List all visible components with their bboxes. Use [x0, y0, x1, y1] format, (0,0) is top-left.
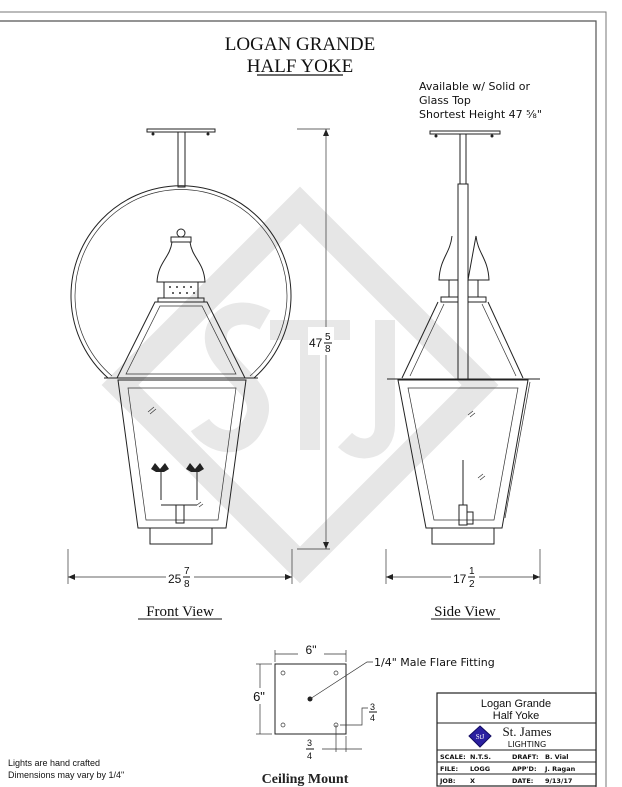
date-value: 9/13/17	[545, 777, 572, 785]
date-label: DATE:	[512, 777, 533, 785]
disclaimer-line: Dimensions may vary by 1/4"	[8, 770, 124, 780]
watermark-logo	[101, 186, 499, 584]
width-value: 25	[168, 572, 182, 586]
front-view-drawing	[70, 128, 292, 545]
side-width-dimension: 17 1 2	[385, 549, 541, 590]
side-view-label: Side View	[434, 604, 496, 620]
ceiling-mount-drawing: 6" 6" 1/4" Male Flare Fitting 3 4 3 4	[250, 643, 495, 761]
st-james-logo-icon: StJ	[468, 725, 492, 748]
logo-text: StJ	[476, 733, 485, 741]
scale-value: N.T.S.	[470, 753, 491, 761]
width-fraction-numerator: 1	[469, 566, 475, 577]
height-fraction-denominator: 8	[325, 344, 331, 355]
appd-label: APP'D:	[512, 765, 537, 773]
file-value: LOGG	[470, 765, 490, 773]
note-line: Glass Top	[419, 94, 471, 107]
offset-denominator: 4	[307, 751, 312, 761]
company-name: St. James	[502, 724, 551, 739]
front-height-dimension: 47 5 8	[297, 128, 334, 550]
width-fraction-denominator: 2	[469, 579, 475, 590]
product-variant: Half Yoke	[493, 710, 539, 722]
width-value: 17	[453, 572, 467, 586]
sheet-border	[0, 11, 607, 787]
company-sub: LIGHTING	[508, 740, 546, 749]
draft-value: B. Vial	[545, 753, 568, 761]
drawing-title: LOGAN GRANDE	[225, 34, 375, 55]
disclaimer-line: Lights are hand crafted	[8, 758, 100, 768]
file-label: FILE:	[440, 765, 458, 773]
mount-width: 6"	[306, 643, 317, 657]
offset-numerator: 3	[307, 738, 312, 748]
offset-numerator: 3	[370, 702, 375, 712]
ceiling-mount-label: Ceiling Mount	[262, 772, 349, 787]
height-fraction-numerator: 5	[325, 332, 331, 343]
side-view-drawing	[387, 130, 540, 545]
product-name: Logan Grande	[481, 698, 551, 710]
draft-label: DRAFT:	[512, 753, 539, 761]
width-fraction-denominator: 8	[184, 579, 190, 590]
fitting-callout: 1/4" Male Flare Fitting	[374, 656, 495, 669]
flame-burners	[151, 463, 204, 524]
mount-height: 6"	[253, 689, 265, 704]
availability-notes: Available w/ Solid or Glass Top Shortest…	[419, 80, 542, 121]
job-label: JOB:	[439, 777, 456, 785]
job-value: X	[470, 777, 475, 785]
title-block: Logan Grande Half Yoke StJ St. James LIG…	[436, 692, 597, 787]
offset-denominator: 4	[370, 713, 375, 723]
height-value: 47	[309, 336, 323, 350]
note-line: Available w/ Solid or	[419, 80, 531, 93]
note-line: Shortest Height 47 ⅝"	[419, 108, 542, 121]
drawing-subtitle: HALF YOKE	[247, 56, 353, 77]
scale-label: SCALE:	[440, 753, 466, 761]
width-fraction-numerator: 7	[184, 566, 190, 577]
front-width-dimension: 25 7 8	[67, 549, 293, 590]
front-view-label: Front View	[146, 604, 214, 620]
appd-value: J. Ragan	[544, 765, 576, 773]
